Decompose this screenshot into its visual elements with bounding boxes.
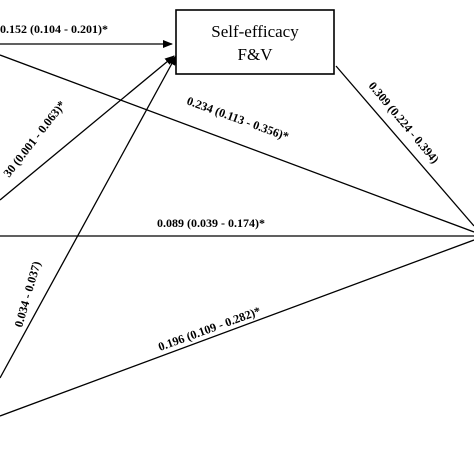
edge-left-diagonal-a [0, 55, 175, 201]
path-label-right-diagonal: 0.309 (0.224 - 0.394) [366, 79, 442, 166]
self-efficacy-box [175, 9, 335, 75]
path-label-left-diagonal-b: 0.034 - 0.037) [11, 260, 43, 329]
path-label-middle: 0.089 (0.039 - 0.174)* [157, 216, 265, 230]
path-label-bottom: 0.196 (0.109 - 0.282)* [156, 304, 262, 354]
path-label-top: 0.152 (0.104 - 0.201)* [0, 22, 108, 36]
edge-left-diagonal-b [0, 55, 177, 379]
path-label-left-diagonal-a: 30 (0.001 - 0.063)* [0, 98, 68, 180]
edge-self-efficacy-to-outcome [335, 65, 474, 227]
edge-bottom-diagonal [0, 239, 474, 417]
self-efficacy-label-line1: Self-efficacy [211, 22, 299, 41]
path-label-cross: 0.234 (0.113 - 0.356)* [185, 94, 291, 144]
edge-cross-diagonal [0, 54, 474, 233]
self-efficacy-label-line2: F&V [238, 45, 274, 64]
